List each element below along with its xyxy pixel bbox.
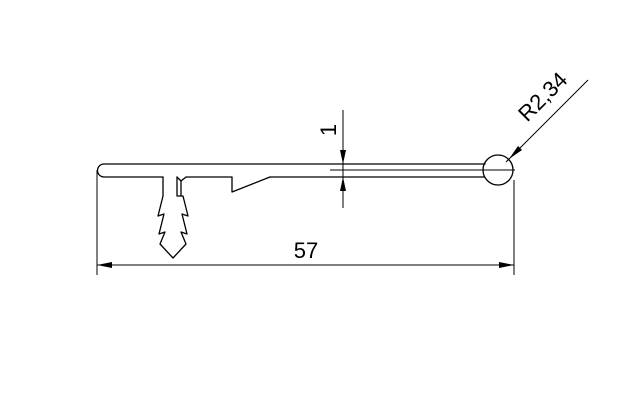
thickness-label: 1 [316,124,341,136]
width-arrow-left [97,262,112,268]
radius-arrow [509,146,522,159]
strip-bottom-mid [180,176,271,193]
strip-left-end [96,163,105,178]
thickness-arrow-top [340,150,346,164]
profile-outline [96,154,515,259]
width-arrow-right [499,262,514,268]
width-dimension: 57 [96,170,515,275]
thickness-dimension: 1 [316,110,346,208]
radius-label: R2,34 [513,67,572,126]
width-label: 57 [294,238,318,263]
barbed-leg [157,176,189,259]
thickness-arrow-bottom [340,177,346,191]
radius-dimension: R2,34 [505,67,589,163]
